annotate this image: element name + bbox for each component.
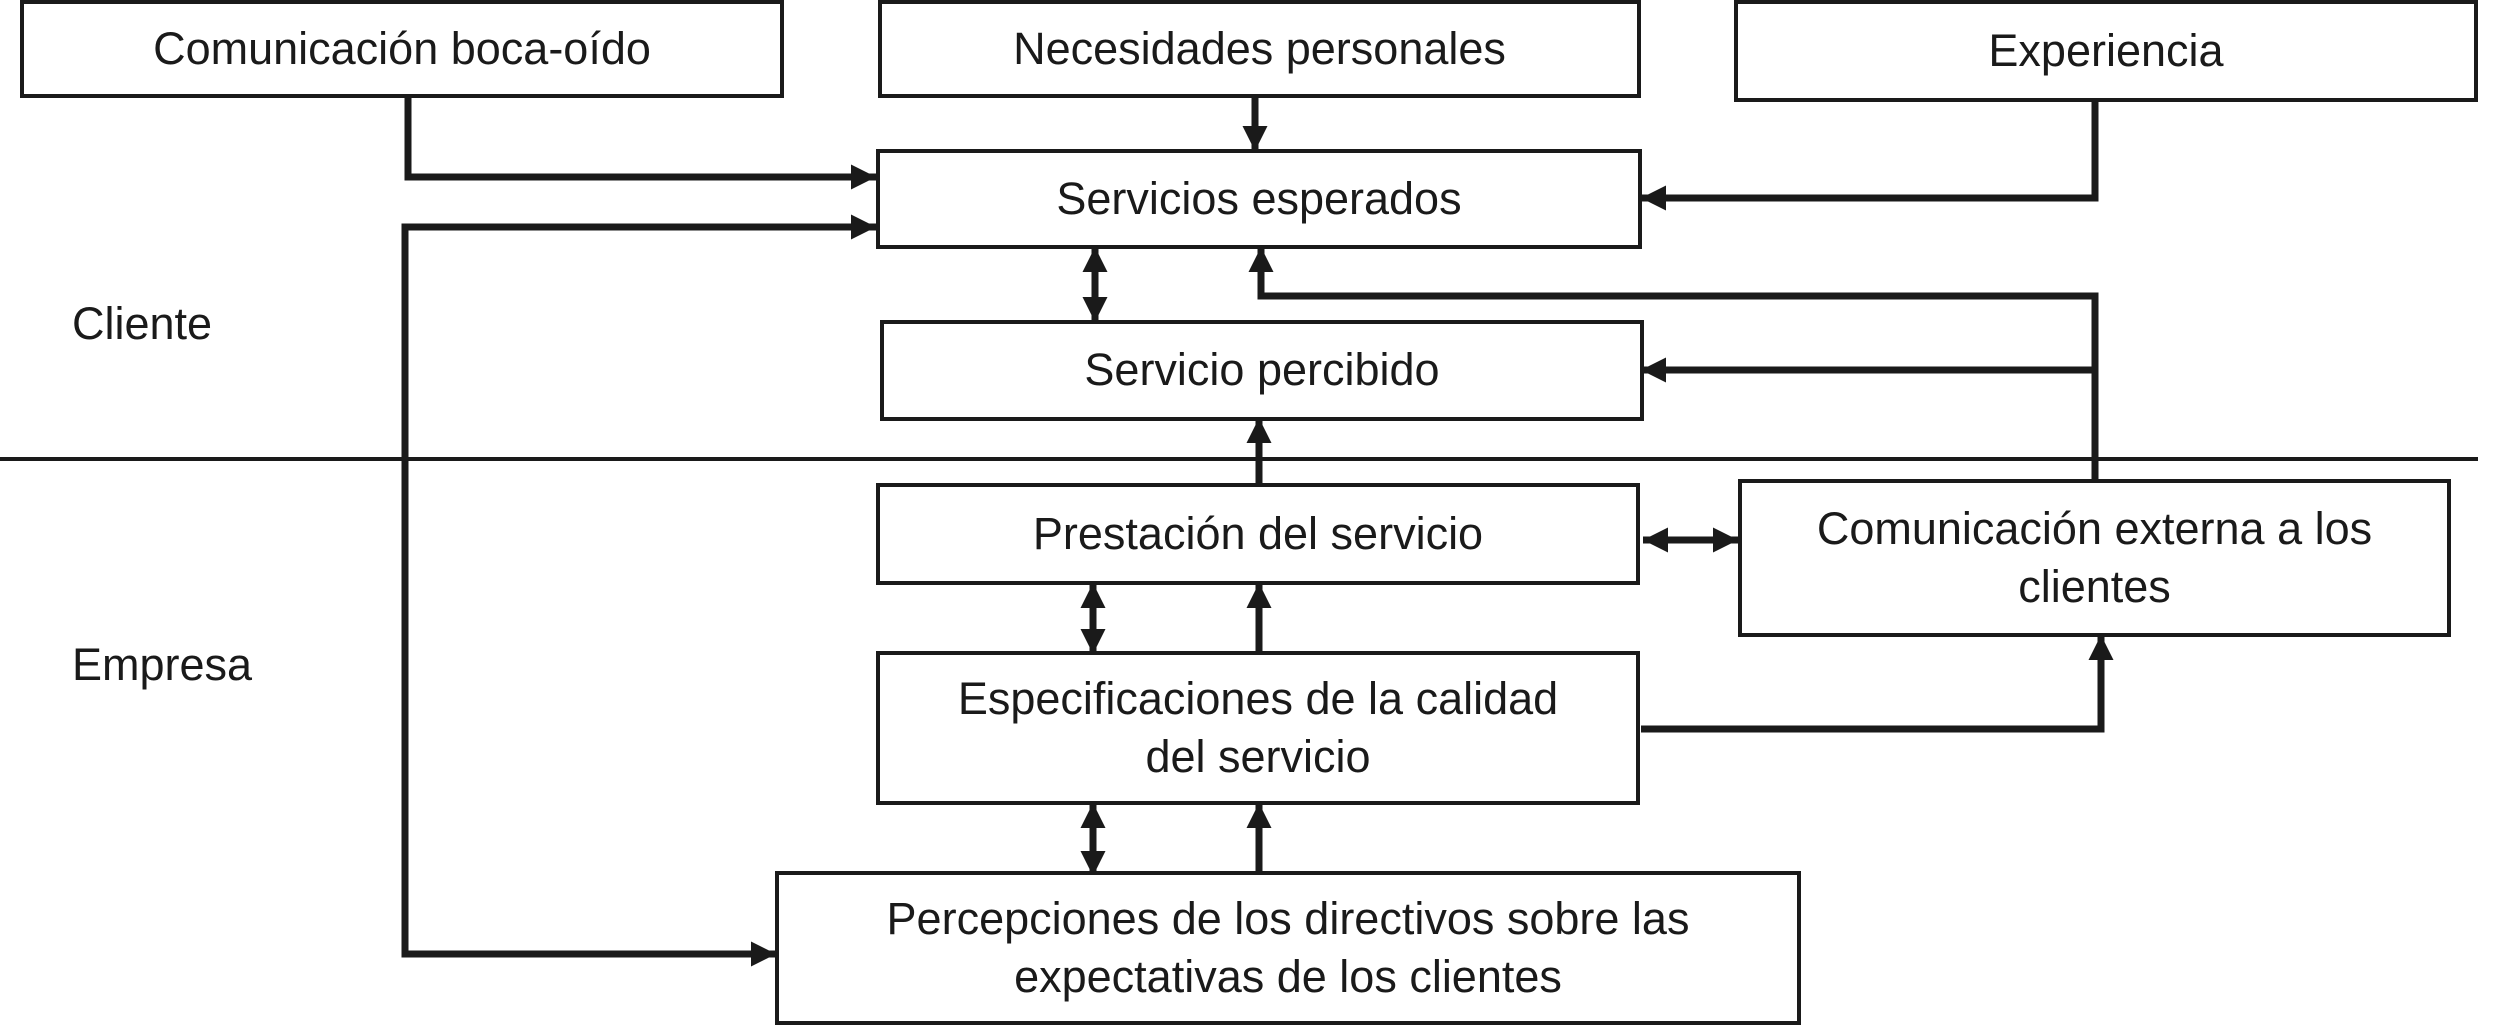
box-prestacion-del-servicio: Prestación del servicio (876, 483, 1640, 585)
box-servicio-percibido: Servicio percibido (880, 320, 1644, 421)
box-percepciones-directivos: Percepciones de los directivos sobre las… (775, 871, 1801, 1025)
box-experiencia: Experiencia (1734, 0, 2478, 102)
box-necesidades-personales: Necesidades personales (878, 0, 1641, 98)
box-servicios-esperados: Servicios esperados (876, 149, 1642, 249)
arrow-boca-to-esperados (404, 94, 876, 190)
arrow-esperados-percepciones (401, 214, 876, 967)
arrow-especificaciones-to-externa (1641, 635, 2114, 733)
box-comunicacion-boca-oido: Comunicación boca-oído (20, 0, 784, 98)
zone-label-cliente: Cliente (72, 298, 213, 349)
box-comunicacion-externa: Comunicación externa a los clientes (1738, 479, 2451, 637)
box-especificaciones-calidad: Especificaciones de la calidad del servi… (876, 651, 1640, 805)
arrow-experiencia-to-esperados (1641, 98, 2099, 211)
zone-label-empresa: Empresa (72, 639, 253, 690)
arrow-externa-to-esperados (1248, 247, 2099, 479)
